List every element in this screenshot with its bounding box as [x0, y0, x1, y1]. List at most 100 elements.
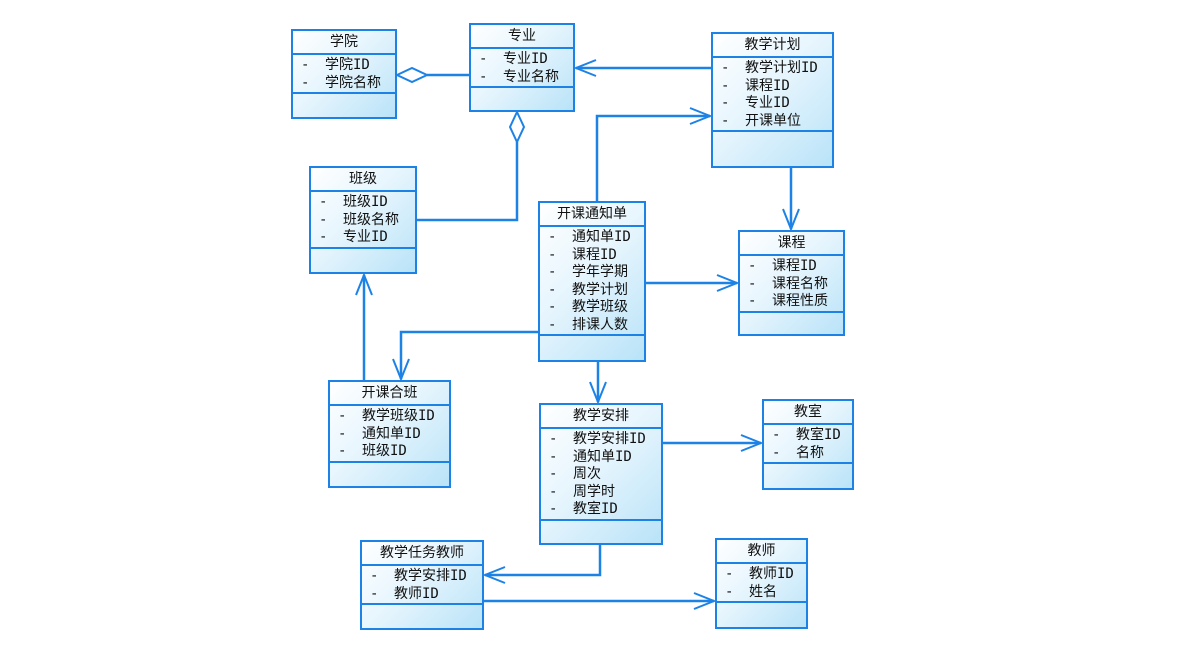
class-box-kaikeheban[interactable]: 开课合班-教学班级ID-通知单ID-班级ID [328, 380, 451, 488]
attribute: -周学时 [549, 484, 661, 502]
class-name: 开课合班 [330, 382, 449, 406]
visibility-marker: - [549, 448, 558, 465]
visibility-marker: - [319, 211, 328, 228]
class-name: 专业 [471, 25, 573, 49]
class-box-jiaoshi_room[interactable]: 教室-教室ID-名称 [762, 399, 854, 490]
attribute-name: 通知单ID [362, 425, 421, 442]
visibility-marker: - [548, 246, 557, 263]
class-box-banji[interactable]: 班级-班级ID-班级名称-专业ID [309, 166, 417, 274]
attribute: -专业ID [479, 51, 573, 69]
attribute: -教师ID [725, 566, 806, 584]
attribute-name: 教室ID [796, 427, 841, 443]
visibility-marker: - [548, 281, 557, 298]
attribute: -周次 [549, 466, 661, 484]
attribute-name: 课程ID [772, 258, 817, 274]
visibility-marker: - [772, 444, 781, 461]
class-box-jiaoxueanpai[interactable]: 教学安排-教学安排ID-通知单ID-周次-周学时-教室ID [539, 403, 663, 545]
visibility-marker: - [319, 229, 328, 245]
visibility-marker: - [548, 264, 557, 280]
visibility-marker: - [748, 258, 757, 274]
visibility-marker: - [549, 466, 558, 482]
visibility-marker: - [338, 443, 347, 459]
class-box-renwujiaoshi[interactable]: 教学任务教师-教学安排ID-教师ID [360, 540, 484, 630]
class-name: 教学任务教师 [362, 542, 482, 566]
arrow-head-icon [355, 272, 373, 296]
attribute: -教室ID [549, 501, 661, 519]
attribute: -教室ID [772, 427, 852, 445]
attribute-name: 周次 [573, 466, 601, 482]
attribute: -学年学期 [548, 264, 644, 282]
class-name: 开课通知单 [540, 203, 644, 227]
attribute-compartment: -学院ID-学院名称 [293, 55, 395, 94]
attribute: -班级ID [319, 194, 415, 212]
arrow-head-icon [689, 107, 713, 125]
attribute: -通知单ID [338, 426, 449, 444]
visibility-marker: - [725, 583, 734, 600]
arrow-head-icon [740, 434, 764, 452]
visibility-marker: - [370, 568, 379, 584]
class-box-kecheng[interactable]: 课程-课程ID-课程名称-课程性质 [738, 230, 845, 336]
visibility-marker: - [301, 57, 310, 73]
attribute-name: 名称 [796, 444, 824, 461]
attribute: -课程名称 [748, 276, 843, 294]
visibility-marker: - [370, 585, 379, 602]
class-box-xueyuan[interactable]: 学院-学院ID-学院名称 [291, 29, 397, 119]
class-name: 班级 [311, 168, 415, 192]
class-name: 教师 [717, 540, 806, 564]
attribute-compartment: -教学安排ID-教师ID [362, 566, 482, 605]
attribute: -班级名称 [319, 212, 415, 230]
attribute-name: 通知单ID [573, 448, 632, 465]
visibility-marker: - [549, 483, 558, 500]
class-name: 学院 [293, 31, 395, 55]
attribute-name: 教学班级 [572, 299, 628, 315]
attribute-name: 教学计划ID [745, 60, 818, 76]
attribute: -开课单位 [721, 113, 832, 131]
visibility-marker: - [721, 95, 730, 111]
attribute-name: 教室ID [573, 501, 618, 517]
visibility-marker: - [548, 316, 557, 333]
attribute-name: 教师ID [394, 585, 439, 602]
attribute-name: 课程ID [745, 77, 790, 94]
visibility-marker: - [748, 275, 757, 292]
aggregation-diamond-icon [394, 66, 430, 84]
attribute-compartment: -课程ID-课程名称-课程性质 [740, 256, 843, 313]
attribute-compartment: -专业ID-专业名称 [471, 49, 573, 88]
arrow-head-icon [573, 59, 597, 77]
class-box-jiaoshi[interactable]: 教师-教师ID-姓名 [715, 538, 808, 629]
attribute: -教学班级 [548, 299, 644, 317]
attribute-name: 排课人数 [572, 316, 628, 333]
attribute-name: 通知单ID [572, 229, 631, 245]
attribute: -教学计划 [548, 282, 644, 300]
class-name: 教学安排 [541, 405, 661, 429]
attribute-compartment: -教学安排ID-通知单ID-周次-周学时-教室ID [541, 429, 661, 521]
visibility-marker: - [319, 194, 328, 210]
arrow-head-icon [716, 274, 740, 292]
visibility-marker: - [721, 77, 730, 94]
attribute-compartment: -教室ID-名称 [764, 425, 852, 464]
attribute-name: 班级名称 [343, 211, 399, 228]
attribute: -课程性质 [748, 293, 843, 311]
attribute-name: 教学安排ID [573, 431, 646, 447]
attribute: -课程ID [548, 247, 644, 265]
attribute: -教学计划ID [721, 60, 832, 78]
attribute-name: 专业ID [343, 229, 388, 245]
arrow-head-icon [482, 566, 506, 584]
attribute-name: 课程性质 [772, 293, 828, 309]
class-name: 教学计划 [713, 34, 832, 58]
visibility-marker: - [338, 408, 347, 424]
attribute-name: 课程ID [572, 246, 617, 263]
attribute-name: 教学计划 [572, 281, 628, 298]
visibility-marker: - [548, 229, 557, 245]
class-box-jiaoxuejihua[interactable]: 教学计划-教学计划ID-课程ID-专业ID-开课单位 [711, 32, 834, 168]
class-box-zhuanye[interactable]: 专业-专业ID-专业名称 [469, 23, 575, 112]
attribute: -课程ID [721, 78, 832, 96]
attribute: -学院名称 [301, 75, 395, 93]
visibility-marker: - [479, 68, 488, 85]
attribute: -教学安排ID [370, 568, 482, 586]
attribute-name: 教学班级ID [362, 408, 435, 424]
visibility-marker: - [549, 431, 558, 447]
class-box-kaiketongzhidan[interactable]: 开课通知单-通知单ID-课程ID-学年学期-教学计划-教学班级-排课人数 [538, 201, 646, 362]
visibility-marker: - [721, 112, 730, 129]
